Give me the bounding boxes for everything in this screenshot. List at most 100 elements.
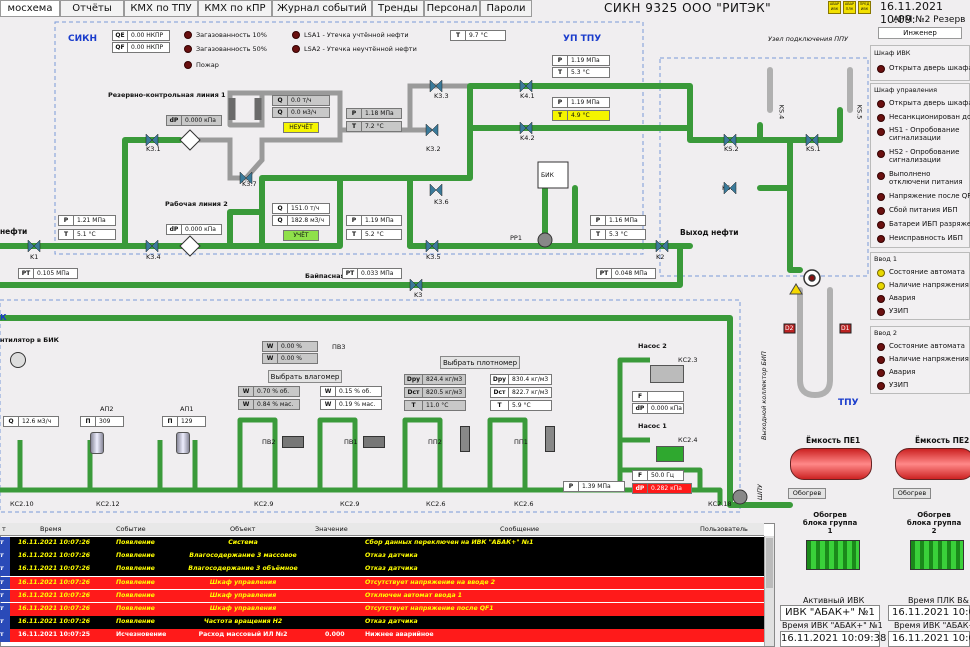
ivk2-time-label: Время ИВК "АБАК+ bbox=[894, 621, 970, 630]
col-object[interactable]: Объект bbox=[230, 525, 256, 533]
pp1-label: PP1 bbox=[510, 234, 522, 242]
pump2-device[interactable] bbox=[650, 365, 684, 383]
ap1-device[interactable] bbox=[176, 432, 190, 454]
heat-group2-label: Обогрев блока группа 2 bbox=[906, 511, 962, 535]
valve-k3-2[interactable]: K3.2 bbox=[426, 145, 441, 153]
in1-item-0: Состояние автомата bbox=[889, 268, 965, 276]
tab-reports[interactable]: Отчёты bbox=[60, 0, 124, 17]
kc-2-6b[interactable]: КС2.6 bbox=[514, 500, 534, 508]
tank-pe1-label: Ёмкость ПЕ1 bbox=[806, 436, 861, 445]
events-scrollbar[interactable] bbox=[764, 536, 774, 646]
tab-passwords[interactable]: Пароли bbox=[480, 0, 532, 17]
pv1-device[interactable] bbox=[363, 436, 385, 448]
heater-group2[interactable] bbox=[910, 540, 964, 570]
plc-time-label: Время ПЛК В& bbox=[908, 596, 969, 605]
valve-k4-2[interactable]: K4.2 bbox=[520, 134, 535, 142]
active-ivk-label: Активный ИВК bbox=[803, 596, 865, 605]
heater-group1[interactable] bbox=[806, 540, 860, 570]
col-type[interactable]: т bbox=[2, 525, 6, 533]
tab-trends[interactable]: Тренды bbox=[372, 0, 424, 17]
in2-item-1: Наличие напряжения bbox=[889, 355, 969, 363]
cell-obj: Система bbox=[228, 539, 258, 546]
pump1-device[interactable] bbox=[656, 446, 684, 462]
valve-ks1[interactable]: KS.1 bbox=[806, 145, 821, 153]
pp1-device[interactable] bbox=[545, 426, 555, 452]
input2-title: Ввод 2 bbox=[874, 329, 897, 337]
work-status: УЧЁТ bbox=[283, 230, 319, 241]
select-density-button[interactable]: Выбрать плотномер bbox=[440, 356, 520, 369]
in2-item-2: Авария bbox=[889, 368, 916, 376]
pp2-device[interactable] bbox=[460, 426, 470, 452]
alarm-badge-ivk[interactable]: АВАР ИВК bbox=[828, 1, 841, 14]
tank-pe2[interactable] bbox=[895, 448, 970, 480]
cell-obj: Влагосодержание 3 объёмное bbox=[188, 565, 298, 573]
gas10-label: Загазованность 10% bbox=[196, 31, 267, 39]
tab-kmh-kpr[interactable]: КМХ по кПР bbox=[198, 0, 272, 17]
col-user[interactable]: Пользователь bbox=[700, 525, 748, 533]
heat-pe1-button[interactable]: Обогрев bbox=[788, 488, 826, 499]
events-header: т Время Событие Объект Значение Сообщени… bbox=[0, 523, 764, 536]
valve-k4-1[interactable]: K4.1 bbox=[520, 92, 535, 100]
row-type-icon: т bbox=[0, 576, 10, 590]
col-message[interactable]: Сообщение bbox=[500, 525, 540, 533]
valve-k3-6[interactable]: K3.6 bbox=[434, 198, 449, 206]
valve-ks2[interactable]: KS.2 bbox=[724, 145, 739, 153]
scroll-thumb[interactable] bbox=[766, 538, 773, 588]
pp1b-label: ПП1 bbox=[514, 438, 528, 446]
valve-k3-5[interactable]: K3.5 bbox=[426, 253, 441, 261]
warn-badge-ivk[interactable]: ПРЕД ИВК bbox=[858, 1, 871, 14]
cell-ev: Появление bbox=[116, 605, 155, 612]
heat-pe2-button[interactable]: Обогрев bbox=[893, 488, 931, 499]
kc-2-9a[interactable]: КС2.9 bbox=[254, 500, 274, 508]
kc-2-9b[interactable]: КС2.9 bbox=[340, 500, 360, 508]
pv2-device[interactable] bbox=[282, 436, 304, 448]
valve-k3-4[interactable]: K3.4 bbox=[146, 253, 161, 261]
kc-2-10[interactable]: КС2.10 bbox=[10, 500, 34, 508]
cell-obj: Шкаф управления bbox=[209, 578, 277, 586]
valve-k3-1[interactable]: K3.1 bbox=[146, 145, 161, 153]
tab-kmh-tpu[interactable]: КМХ по ТПУ bbox=[124, 0, 198, 17]
tab-mnemoscheme[interactable]: мосхема bbox=[0, 0, 60, 17]
ivk-door-lamp bbox=[877, 65, 885, 73]
valve-k3[interactable]: K3 bbox=[414, 291, 423, 299]
col-value[interactable]: Значение bbox=[315, 525, 348, 533]
valve-k2[interactable]: K2 bbox=[656, 253, 665, 261]
role-field[interactable]: Инженер bbox=[878, 27, 962, 39]
valve-k3-7[interactable]: K3.7 bbox=[242, 180, 257, 188]
alarm-badge-plc[interactable]: АВАР ПЛК bbox=[843, 1, 856, 14]
mgmt-item-1: Несанкционирован дост bbox=[889, 113, 970, 121]
sikn-label: СИКН bbox=[68, 34, 98, 44]
col-event[interactable]: Событие bbox=[116, 525, 146, 533]
valve-k3-3[interactable]: K3.3 bbox=[434, 92, 449, 100]
tank-pe1[interactable] bbox=[790, 448, 872, 480]
select-moisture-button[interactable]: Выбрать влагомер bbox=[268, 370, 342, 383]
ap2-device[interactable] bbox=[90, 432, 104, 454]
kc-2-18[interactable]: КС2.18 bbox=[708, 500, 732, 508]
mgmt-lamp-4 bbox=[877, 172, 885, 180]
bik-f-box: F bbox=[632, 391, 684, 402]
col-time[interactable]: Время bbox=[40, 525, 62, 533]
tab-staff[interactable]: Персонал bbox=[424, 0, 480, 17]
in1-item-2: Авария bbox=[889, 294, 916, 302]
valve-k1[interactable]: K1 bbox=[30, 253, 39, 261]
kc24-label[interactable]: КС2.4 bbox=[678, 436, 698, 444]
fan-icon[interactable] bbox=[10, 352, 26, 368]
kc23-label[interactable]: КС2.3 bbox=[678, 356, 698, 364]
tab-event-log[interactable]: Журнал событий bbox=[272, 0, 372, 17]
kc-2-12[interactable]: КС2.12 bbox=[96, 500, 120, 508]
cell-obj: Влагосодержание 3 массовое bbox=[189, 552, 297, 560]
cell-msg: Сбор данных переключен на ИВК "АБАК+" №1 bbox=[365, 539, 534, 546]
kc-2-6a[interactable]: КС2.6 bbox=[426, 500, 446, 508]
